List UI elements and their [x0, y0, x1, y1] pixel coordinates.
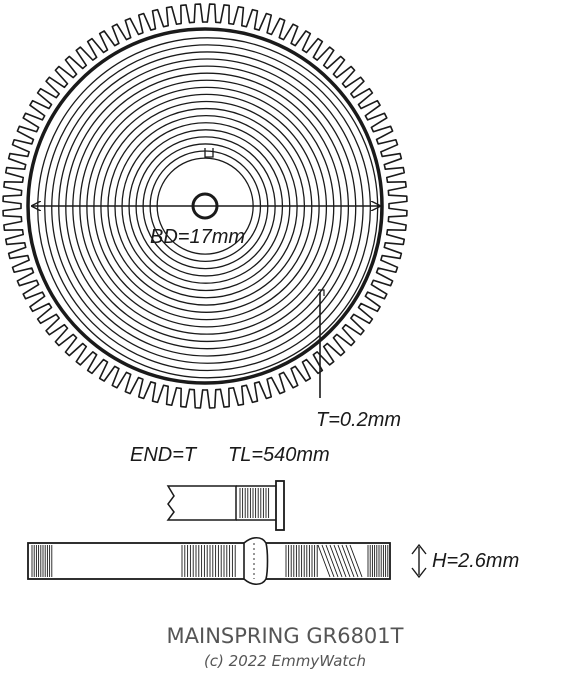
gear-teeth	[2, 3, 408, 409]
thickness-label: T=0.2mm	[316, 409, 402, 431]
spring-strip-side-view	[27, 536, 391, 586]
copyright-text: (c) 2022 EmmyWatch	[203, 652, 367, 670]
height-label: H=2.6mm	[432, 550, 520, 572]
end-hatching	[239, 488, 270, 518]
h-dimension-arrow	[411, 543, 427, 579]
hatch-line	[329, 544, 343, 578]
barrel-rim	[26, 27, 384, 385]
bd-label: BD=17mm	[150, 226, 246, 248]
hatch-line	[333, 544, 347, 578]
end-type-label: END=T	[130, 444, 197, 466]
hatch-line	[345, 544, 359, 578]
barrel-gear	[2, 3, 408, 409]
hatch-line	[341, 544, 355, 578]
hatch-line	[349, 544, 363, 578]
part-title: MAINSPRING GR6801T	[166, 624, 404, 648]
total-length-label: TL=540mm	[228, 444, 330, 466]
hatch-line	[321, 544, 335, 578]
inner-hook	[204, 148, 214, 158]
outer-end-mark	[318, 289, 325, 296]
hatch-line	[325, 544, 339, 578]
spring-end-detail	[166, 480, 285, 531]
hatch-line	[317, 544, 331, 578]
strip-hatching	[31, 544, 389, 578]
hatch-line	[337, 544, 351, 578]
